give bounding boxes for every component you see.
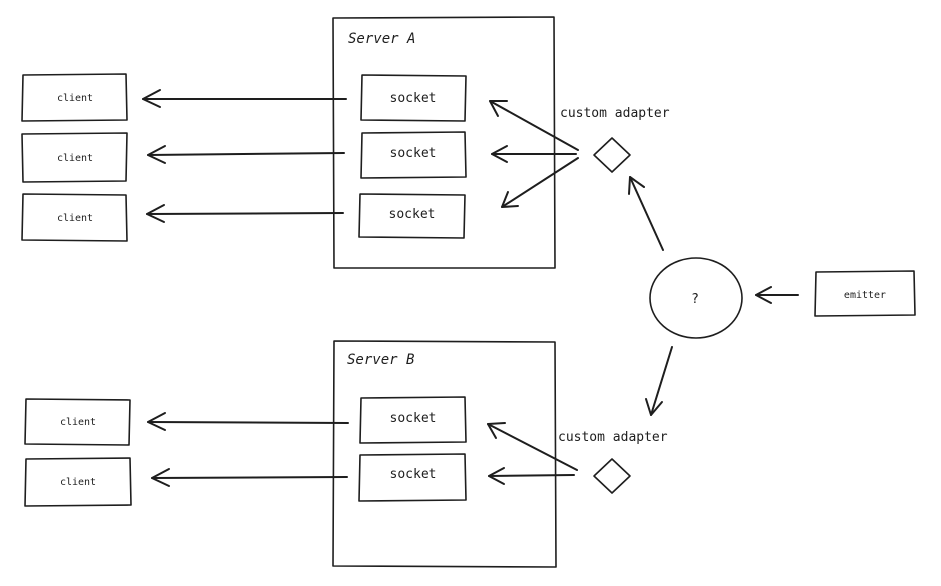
arrow-hub-to-adapter-b <box>645 346 673 416</box>
adapter-a-diamond <box>593 137 631 173</box>
arrow-emitter-to-hub <box>755 286 799 304</box>
emitter: emitter <box>814 270 916 317</box>
client-a-2: client <box>21 132 128 183</box>
arrow-adapter-a-to-socket-1 <box>489 100 579 151</box>
hub: ? <box>649 257 743 339</box>
socket-label: socket <box>389 207 436 222</box>
socket-label: socket <box>390 91 437 106</box>
emitter-label: emitter <box>844 290 886 301</box>
server-b-title: Server B <box>347 352 414 368</box>
adapter-b-diamond <box>593 458 631 494</box>
adapter-b-label: custom adapter <box>558 430 668 445</box>
arrow-adapter-b-to-socket-2 <box>488 467 575 485</box>
server-a-socket-2: socket <box>360 131 467 179</box>
arrow-socket-a1-to-client <box>142 89 347 108</box>
socket-label: socket <box>390 467 437 482</box>
client-b-2: client <box>24 457 132 507</box>
server-a: Server A <box>332 16 556 269</box>
client-label: client <box>60 477 96 488</box>
client-label: client <box>57 93 93 104</box>
hub-label: ? <box>691 292 699 307</box>
arrow-adapter-a-to-socket-3 <box>501 157 579 208</box>
client-a-1: client <box>21 73 128 122</box>
server-a-title: Server A <box>348 31 415 47</box>
server-b: Server B <box>332 340 557 568</box>
arrow-adapter-a-to-socket-2 <box>491 145 577 163</box>
adapter-a-label: custom adapter <box>560 106 670 121</box>
server-a-socket-3: socket <box>358 193 466 239</box>
socket-label: socket <box>390 411 437 426</box>
arrow-socket-a2-to-client <box>147 145 345 164</box>
client-b-1: client <box>24 398 131 446</box>
client-label: client <box>57 153 93 164</box>
server-a-socket-1: socket <box>360 74 467 122</box>
client-a-3: client <box>21 193 128 242</box>
client-label: client <box>57 213 93 224</box>
arrow-socket-b2-to-client <box>151 468 348 487</box>
arrow-socket-b1-to-client <box>147 412 349 431</box>
socket-label: socket <box>390 146 437 161</box>
arrow-hub-to-adapter-a <box>628 176 664 251</box>
arrow-socket-a3-to-client <box>146 204 344 223</box>
server-b-socket-2: socket <box>358 453 467 502</box>
server-b-socket-1: socket <box>359 396 467 444</box>
client-label: client <box>60 417 96 428</box>
arrow-adapter-b-to-socket-1 <box>487 422 578 471</box>
